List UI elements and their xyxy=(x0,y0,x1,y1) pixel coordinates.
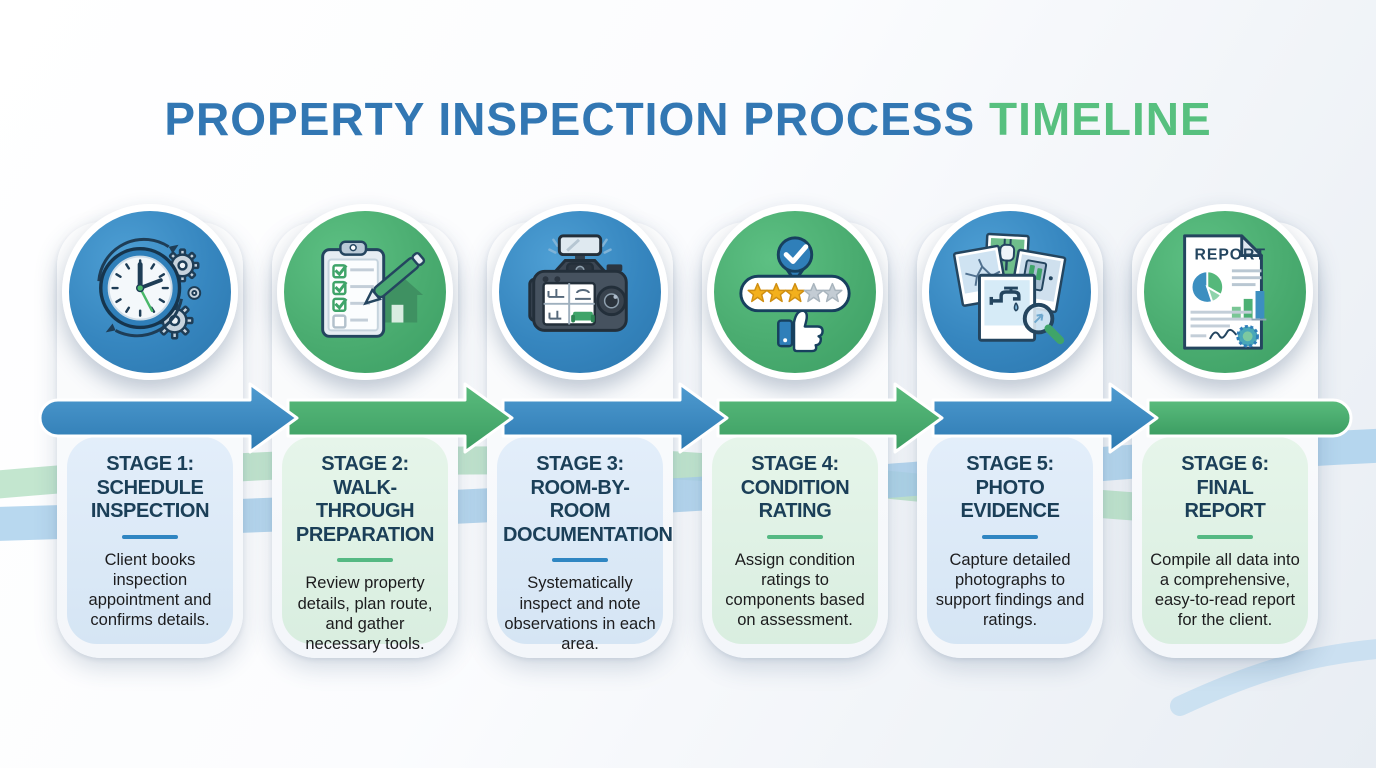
stage-panel: STAGE 2: WALK-THROUGH PREPARATION Review… xyxy=(282,437,448,653)
page-title: PROPERTY INSPECTION PROCESS TIMELINE xyxy=(0,92,1376,146)
stage-icon-circle xyxy=(707,204,883,380)
checklist-clipboard-icon xyxy=(321,240,426,338)
page-title-accent: TIMELINE xyxy=(988,93,1212,145)
stage-icon-circle xyxy=(62,204,238,380)
stage-divider xyxy=(982,534,1038,539)
stage-panel: STAGE 5: PHOTO EVIDENCE Capture detailed… xyxy=(927,437,1093,644)
stage-panel: STAGE 3: ROOM-BY-ROOM DOCUMENTATION Syst… xyxy=(497,437,673,653)
stage-title: STAGE 1: SCHEDULE INSPECTION xyxy=(90,453,210,523)
stage-divider xyxy=(122,534,178,539)
timeline-stages: STAGE 1: SCHEDULE INSPECTION Client book… xyxy=(57,204,1319,658)
stage-icon-circle xyxy=(277,204,453,380)
stage-divider xyxy=(552,558,608,563)
stage-title: STAGE 4: CONDITION RATING xyxy=(740,453,850,523)
stage-description: Systematically inspect and note observat… xyxy=(504,574,656,653)
report-document-icon: REPORT xyxy=(1183,234,1267,350)
stage-title: STAGE 6: FINAL REPORT xyxy=(1181,453,1269,523)
stage-description: Assign condition ratings to components b… xyxy=(725,550,865,630)
photo-evidence-icon xyxy=(952,232,1067,345)
stage-divider xyxy=(767,534,823,539)
stage-description: Capture detailed photographs to support … xyxy=(935,550,1085,630)
stage-column-2: STAGE 2: WALK-THROUGH PREPARATION Review… xyxy=(272,204,458,658)
stage-column-5: STAGE 5: PHOTO EVIDENCE Capture detailed… xyxy=(917,204,1103,658)
stage-divider xyxy=(337,558,393,563)
stage-column-3: STAGE 3: ROOM-BY-ROOM DOCUMENTATION Syst… xyxy=(487,204,673,658)
stage-panel: STAGE 6: FINAL REPORT Compile all data i… xyxy=(1142,437,1308,644)
background-arc-bottom-right xyxy=(1170,639,1376,716)
stage-title: STAGE 5: PHOTO EVIDENCE xyxy=(960,453,1060,523)
stage-title: STAGE 2: WALK-THROUGH PREPARATION xyxy=(295,453,435,546)
stage-icon-circle xyxy=(922,204,1098,380)
stage-icon-circle xyxy=(492,204,668,380)
stage-column-4: STAGE 4: CONDITION RATING Assign conditi… xyxy=(702,204,888,658)
report-icon-label: REPORT xyxy=(1194,247,1266,264)
stage-column-1: STAGE 1: SCHEDULE INSPECTION Client book… xyxy=(57,204,243,658)
stage-column-6: STAGE 6: FINAL REPORT Compile all data i… xyxy=(1132,204,1318,658)
stage-panel: STAGE 1: SCHEDULE INSPECTION Client book… xyxy=(67,437,233,644)
stage-description: Compile all data into a comprehensive, e… xyxy=(1150,550,1300,630)
stage-panel: STAGE 4: CONDITION RATING Assign conditi… xyxy=(712,437,878,644)
stage-divider xyxy=(1197,534,1253,539)
stage-description: Review property details, plan route, and… xyxy=(297,574,433,653)
stage-icon-circle: REPORT xyxy=(1137,204,1313,380)
stage-description: Client books inspection appointment and … xyxy=(88,550,212,630)
clock-gears-icon xyxy=(97,237,202,340)
camera-icon xyxy=(528,234,628,332)
stage-title: STAGE 3: ROOM-BY-ROOM DOCUMENTATION xyxy=(503,453,673,546)
page-title-main: PROPERTY INSPECTION PROCESS xyxy=(164,93,989,145)
star-rating-icon xyxy=(739,236,851,353)
